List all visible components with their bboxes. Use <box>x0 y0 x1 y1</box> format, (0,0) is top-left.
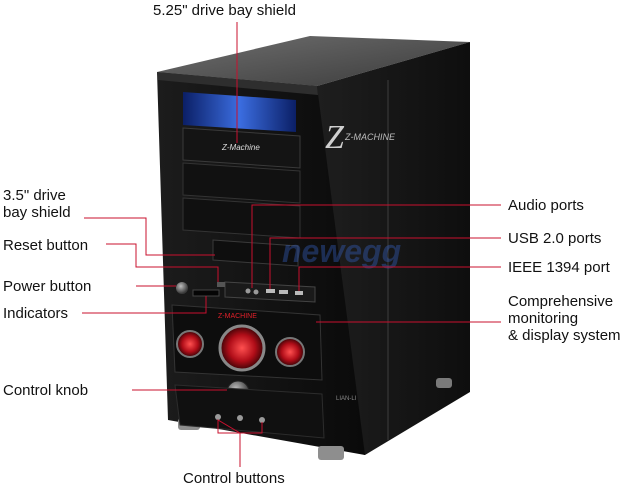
usb-port-2 <box>279 290 288 294</box>
label-control-knob: Control knob <box>3 382 89 399</box>
display-gauge-right <box>275 337 305 367</box>
label-power-button: Power button <box>3 278 92 295</box>
z-logo-text: Z-MACHINE <box>344 132 396 142</box>
label-monitoring-line3: & display system <box>508 327 621 344</box>
bay-525-light <box>183 92 296 132</box>
leader-ieee <box>298 266 501 291</box>
shield-logo: Z-Machine <box>221 143 260 152</box>
label-drive-35-line1: 3.5" drive <box>3 187 66 204</box>
foot-right <box>318 446 344 460</box>
lower-brand: LIAN-LI <box>336 396 357 402</box>
case-top <box>157 36 470 86</box>
indicator-strip <box>192 289 220 297</box>
audio-port-1 <box>245 288 251 294</box>
panel-brand: Z-MACHINE <box>218 313 257 320</box>
leader-usb <box>269 237 501 289</box>
label-ieee-port: IEEE 1394 port <box>508 259 610 276</box>
leader-control-buttons <box>217 419 263 467</box>
reset-button <box>217 282 225 287</box>
usb-port-1 <box>266 289 275 293</box>
label-usb-ports: USB 2.0 ports <box>508 230 602 247</box>
label-reset-button: Reset button <box>3 237 89 254</box>
case-side <box>317 42 470 455</box>
label-drive-35-line2: bay shield <box>3 204 71 221</box>
lower-panel <box>174 384 325 439</box>
bay-525-shield <box>182 127 301 169</box>
control-button-3 <box>259 417 265 423</box>
label-drive-525: 5.25" drive bay shield <box>153 2 296 19</box>
label-audio-ports: Audio ports <box>508 197 584 214</box>
display-gauge-left <box>176 330 204 358</box>
z-logo: Z <box>325 119 345 156</box>
power-button <box>176 282 188 294</box>
display-gauge-center <box>218 324 266 372</box>
leader-indicators <box>82 296 207 314</box>
leader-audio <box>251 204 501 288</box>
label-monitoring-line1: Comprehensive <box>508 293 614 310</box>
control-button-1 <box>215 414 221 420</box>
label-control-buttons: Control buttons <box>183 470 285 487</box>
watermark: newegg <box>282 233 401 269</box>
leader-drive-35 <box>84 217 215 256</box>
leader-reset <box>106 243 219 282</box>
control-button-2 <box>237 415 243 421</box>
label-monitoring-line2: monitoring <box>508 310 579 327</box>
label-indicators: Indicators <box>3 305 69 322</box>
foot-back <box>436 378 452 388</box>
leader-lines <box>82 22 501 467</box>
ieee-port <box>295 291 303 295</box>
audio-port-2 <box>253 289 259 295</box>
